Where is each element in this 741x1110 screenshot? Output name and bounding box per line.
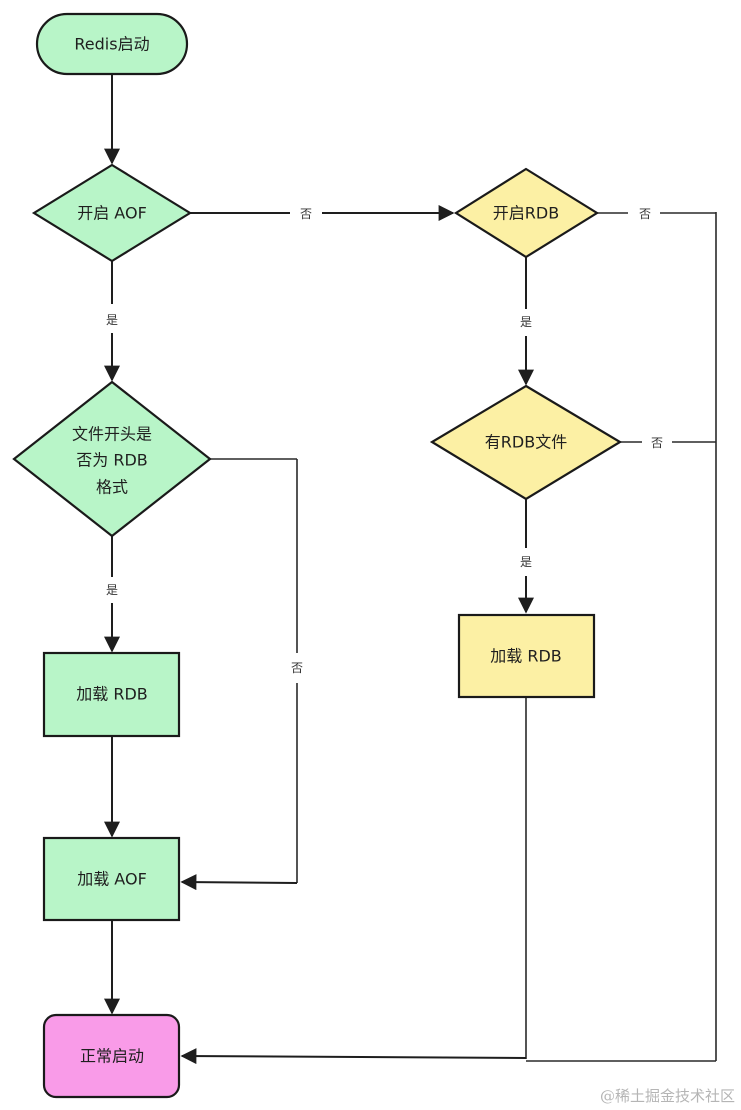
edge-label-no: 否: [300, 207, 312, 221]
edge-hasfile-yes-to-loadrdb: 是: [518, 499, 534, 614]
node-aof-enabled-decision[interactable]: 开启 AOF: [31, 163, 193, 263]
node-label: Redis启动: [74, 35, 149, 54]
node-file-header-rdb-decision[interactable]: 文件开头是 否为 RDB 格式: [12, 380, 212, 538]
edge-label-no: 否: [639, 207, 651, 221]
edge-label-yes: 是: [520, 555, 532, 569]
node-rdb-enabled-decision[interactable]: 开启RDB: [453, 167, 600, 259]
node-load-rdb-right[interactable]: 加载 RDB: [457, 613, 596, 699]
edge-label-yes: 是: [106, 313, 118, 327]
node-label-line-2: 否为 RDB: [76, 451, 148, 470]
edge-aof-no-to-rdb: 否: [190, 205, 455, 221]
edge-label-yes: 是: [106, 583, 118, 597]
edge-header-yes-to-loadrdb: 是: [104, 536, 120, 653]
edge-rdb-yes-to-hasfile: 是: [518, 257, 534, 386]
node-normal-start[interactable]: 正常启动: [42, 1013, 181, 1099]
edge-hasfile-no-to-normal: 否: [620, 436, 716, 450]
node-load-rdb-left[interactable]: 加载 RDB: [42, 651, 181, 738]
node-redis-start[interactable]: Redis启动: [35, 12, 189, 76]
edge-rdb-no-to-normal: 否: [526, 207, 717, 1062]
node-label: 加载 AOF: [77, 870, 147, 889]
edge-header-no-to-loadaof: 否: [180, 458, 303, 891]
edge-label-no: 否: [651, 436, 663, 450]
node-label: 正常启动: [80, 1047, 144, 1066]
node-label: 有RDB文件: [485, 433, 567, 452]
node-label: 开启 AOF: [77, 204, 147, 223]
node-label: 开启RDB: [493, 204, 559, 223]
watermark: @稀土掘金技术社区: [599, 1087, 735, 1105]
node-has-rdb-file-decision[interactable]: 有RDB文件: [429, 384, 623, 501]
edge-loadrdb-right-to-normal: [180, 697, 527, 1065]
node-label: 加载 RDB: [490, 647, 562, 666]
node-label: 加载 RDB: [76, 685, 148, 704]
node-load-aof[interactable]: 加载 AOF: [42, 836, 181, 922]
edge-label-yes: 是: [520, 315, 532, 329]
node-label-line-3: 格式: [96, 478, 128, 497]
edge-label-no: 否: [291, 661, 303, 675]
edge-aof-yes-to-header: 是: [104, 261, 120, 382]
node-label-line-1: 文件开头是: [72, 425, 152, 444]
